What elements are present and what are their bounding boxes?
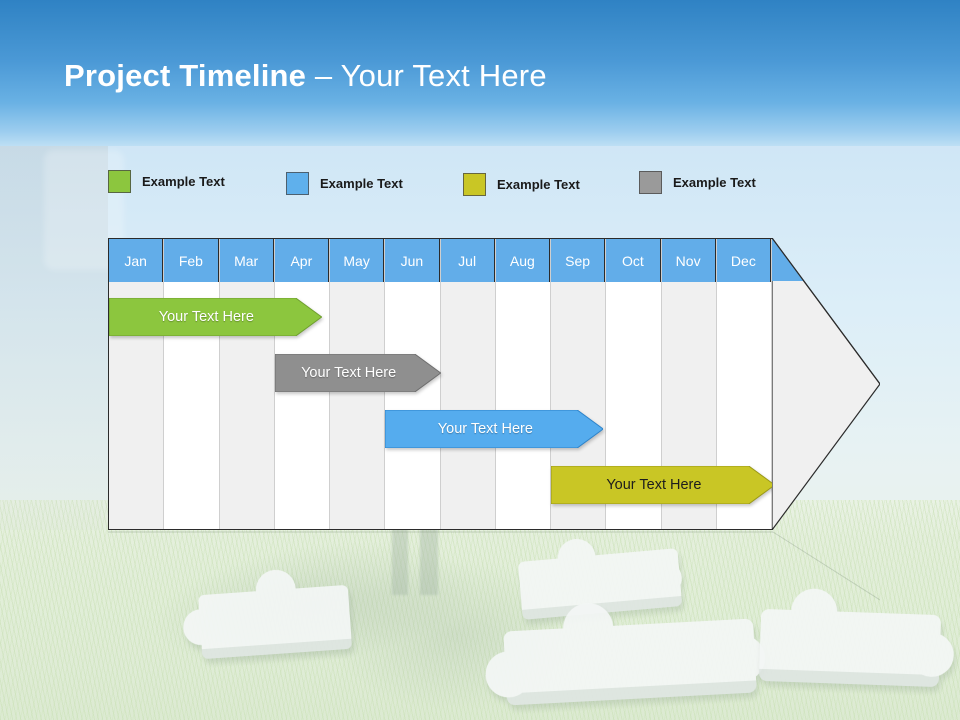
color-swatch-icon [463,173,486,196]
timeline-bar-label: Your Text Here [606,477,702,493]
month-header-jan[interactable]: Jan [109,239,164,282]
timeline-column-aug: Aug [495,239,551,529]
color-swatch-icon [639,171,662,194]
legend-item: Example Text [639,171,756,194]
page-title-bold: Project Timeline [64,58,307,93]
page-title: Project Timeline – Your Text Here [64,58,547,94]
month-header-sep[interactable]: Sep [551,239,606,282]
month-header-nov[interactable]: Nov [661,239,716,282]
arrow-right-icon [772,238,880,530]
timeline-bar-1[interactable]: Your Text Here [109,298,322,336]
page-title-light: Your Text Here [340,58,547,93]
timeline-bar-2[interactable]: Your Text Here [274,354,441,392]
header-band [0,0,960,146]
timeline-bar-4[interactable]: Your Text Here [551,466,772,504]
timeline-column-jan: Jan [109,239,165,529]
month-header-apr[interactable]: Apr [274,239,329,282]
month-header-feb[interactable]: Feb [164,239,219,282]
legend-item-label: Example Text [320,176,403,191]
month-header-mar[interactable]: Mar [219,239,274,282]
legend: Example Text Example Text Example Text Exam… [108,168,808,196]
month-header-aug[interactable]: Aug [495,239,550,282]
month-header-jul[interactable]: Jul [440,239,495,282]
page-title-separator: – [306,58,341,93]
month-header-jun[interactable]: Jun [385,239,440,282]
timeline-column-feb: Feb [164,239,220,529]
timeline-column-mar: Mar [219,239,275,529]
timeline-bar-label: Your Text Here [301,365,397,381]
legend-item-label: Example Text [497,177,580,192]
timeline-column-jul: Jul [440,239,496,529]
color-swatch-icon [108,170,131,193]
puzzle-piece [758,587,955,688]
timeline-bar-label: Your Text Here [158,309,254,325]
legend-item: Example Text [108,170,225,193]
timeline-bar-label: Your Text Here [437,421,533,437]
color-swatch-icon [286,172,309,195]
month-header-may[interactable]: May [330,239,385,282]
legend-item: Example Text [286,172,403,195]
legend-item-label: Example Text [142,174,225,189]
legend-item: Example Text [463,173,580,196]
legend-item-label: Example Text [673,175,756,190]
puzzle-piece [484,601,767,706]
timeline-column-jun: Jun [385,239,441,529]
month-header-dec[interactable]: Dec [716,239,771,282]
timeline-bar-3[interactable]: Your Text Here [385,410,604,448]
month-header-oct[interactable]: Oct [606,239,661,282]
timeline-column-oct: Oct [606,239,662,529]
puzzle-piece [182,568,353,660]
